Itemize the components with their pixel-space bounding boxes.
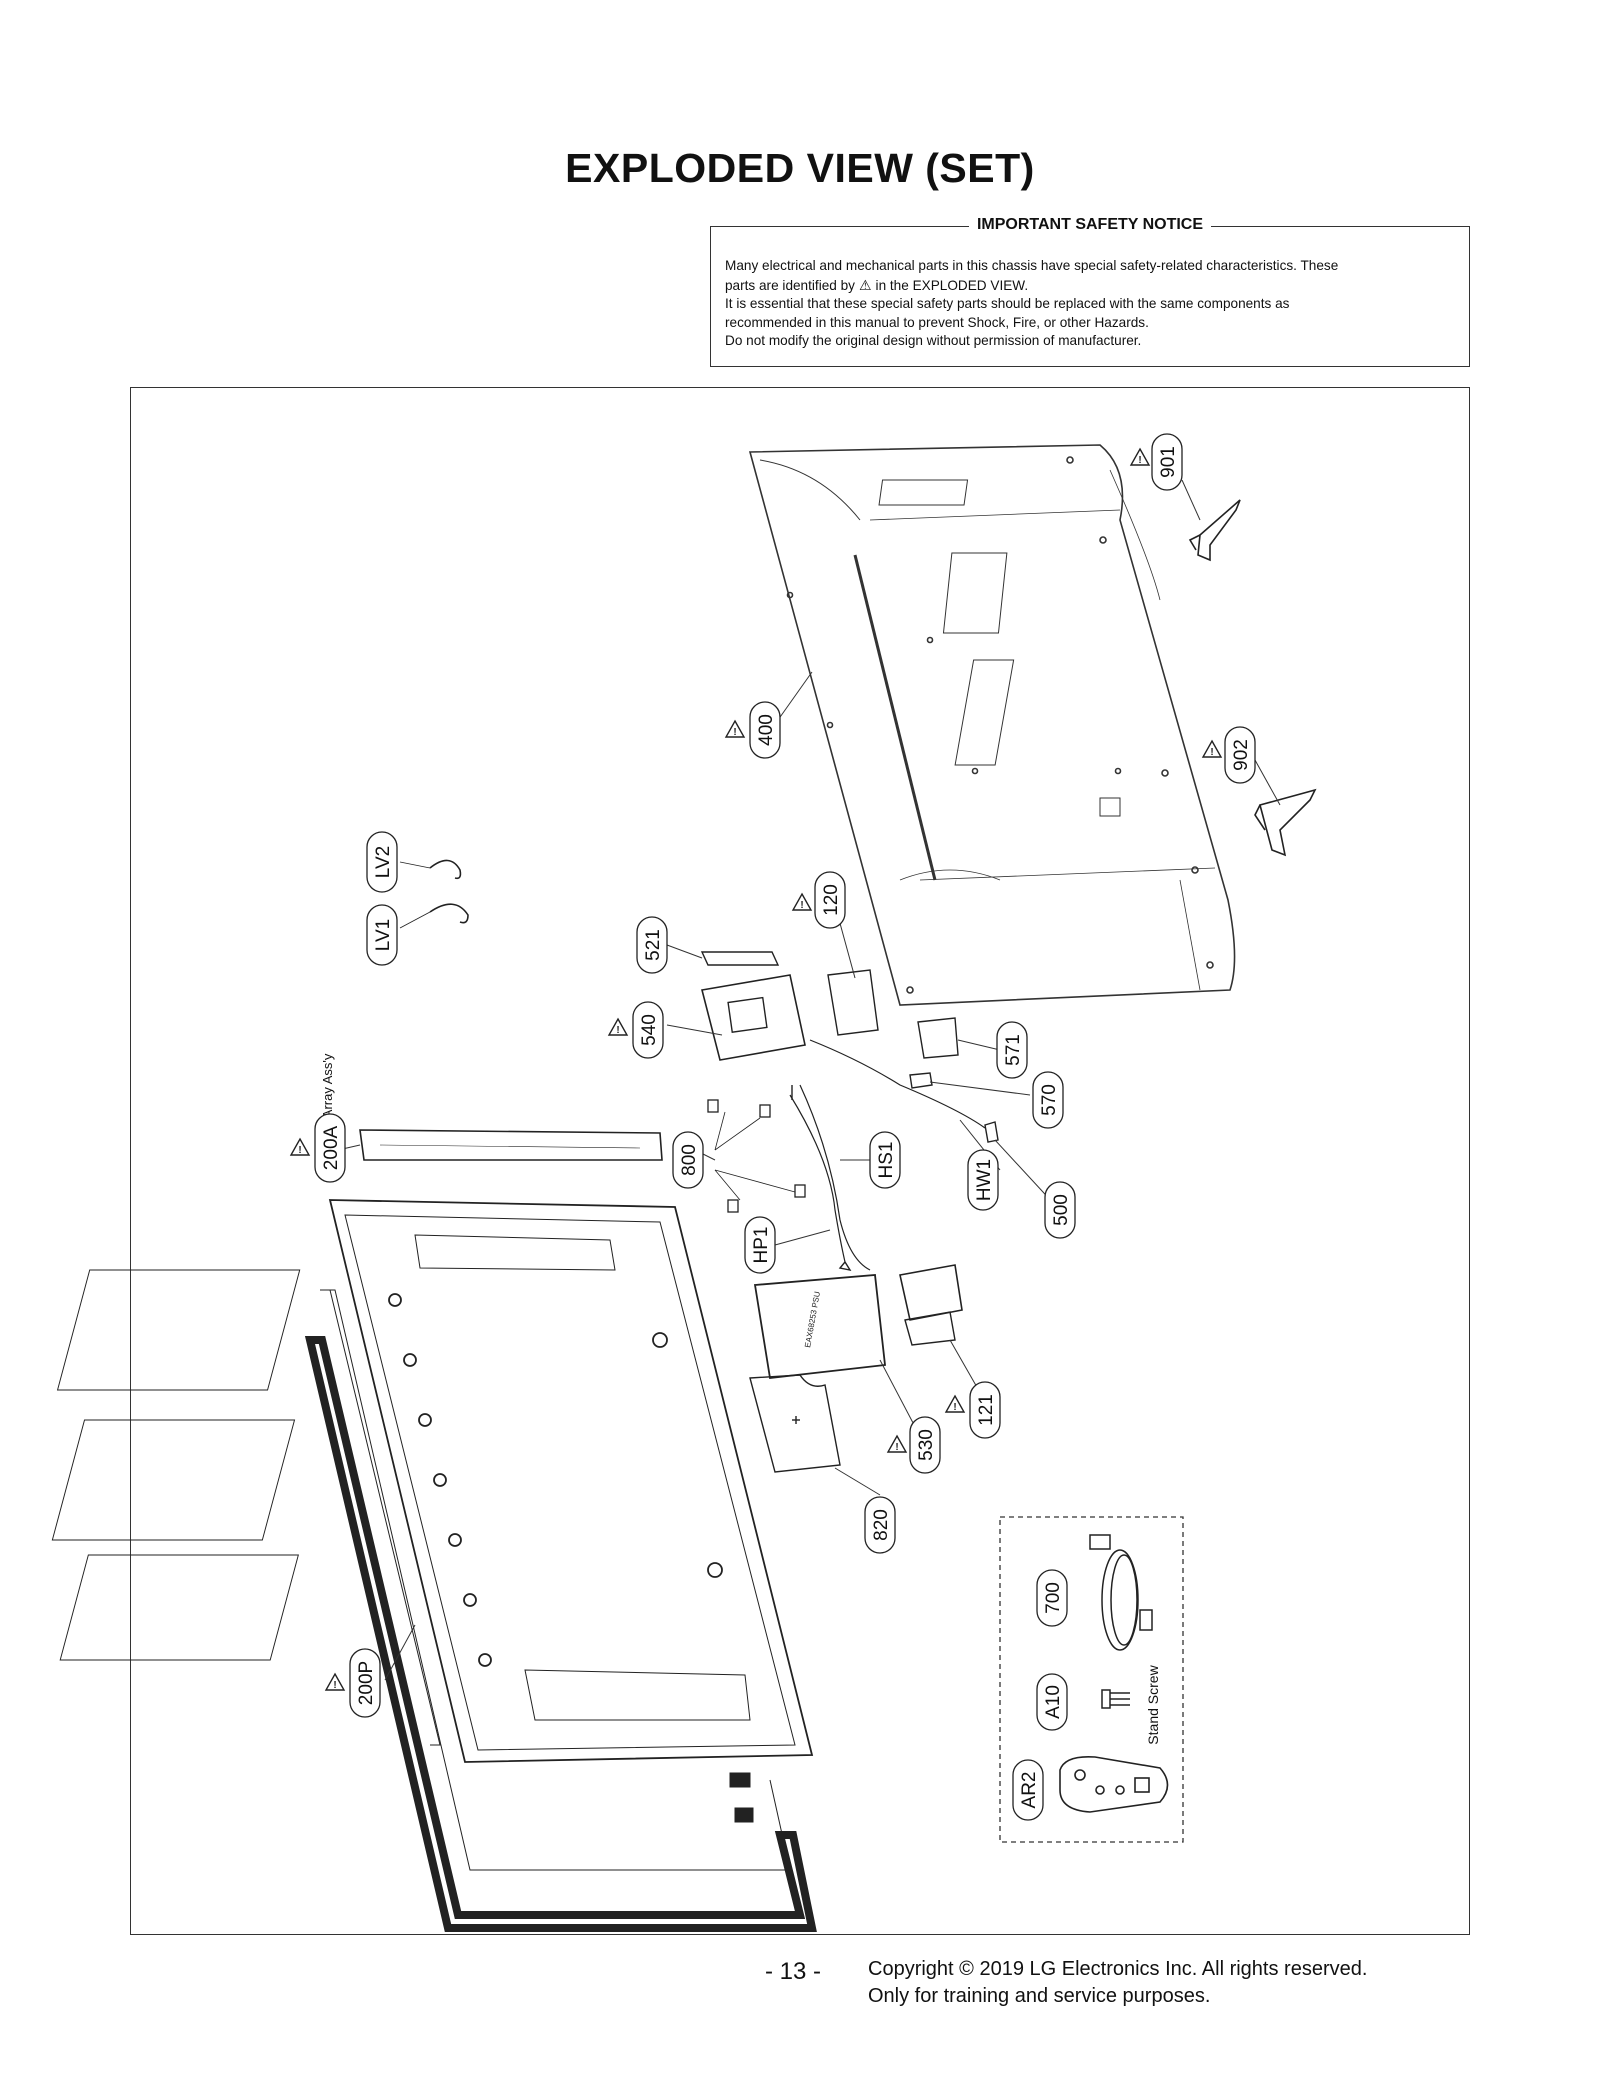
- part-label-A10: A10: [1036, 1673, 1068, 1731]
- insulator-sheet: [749, 1374, 841, 1473]
- part-labels: 901 902 400 120 521 540 571 570 LV2 LV1 …: [314, 433, 1256, 1821]
- panel-frame: [51, 1199, 814, 1763]
- stand-screw-caption: Stand Screw: [1145, 1664, 1161, 1744]
- part-label-570: 570: [1032, 1071, 1064, 1129]
- warning-triangle-icon: [945, 1395, 965, 1414]
- svg-text:901: 901: [1158, 446, 1179, 478]
- power-board-mark: EAX68253 PSU: [803, 1291, 822, 1349]
- page-number: - 13 -: [765, 1958, 822, 1985]
- safety-notice-title: IMPORTANT SAFETY NOTICE: [968, 216, 1212, 233]
- warning-triangle-icon: [725, 720, 745, 739]
- part-label-530: 530: [909, 1416, 941, 1474]
- part-label-400: 400: [749, 701, 781, 759]
- svg-text:902: 902: [1231, 739, 1252, 771]
- svg-text:570: 570: [1039, 1084, 1060, 1116]
- svg-text:HS1: HS1: [876, 1142, 897, 1179]
- svg-text:400: 400: [756, 714, 777, 746]
- safety-notice-box: IMPORTANT SAFETY NOTICE Many electrical …: [710, 216, 1470, 367]
- page-title: EXPLODED VIEW (SET): [565, 145, 1035, 191]
- power-cord: [1089, 1534, 1153, 1651]
- part-label-120: 120: [814, 871, 846, 929]
- copyright-line-2: Only for training and service purposes.: [868, 1985, 1211, 2007]
- part-label-LV1: LV1: [366, 904, 398, 966]
- part-label-901: 901: [1151, 433, 1183, 491]
- accessories-box: [999, 1516, 1184, 1843]
- leader-lines: [337, 479, 1281, 1681]
- part-label-902: 902: [1224, 726, 1256, 784]
- main-board-assembly: [700, 951, 999, 1346]
- warning-triangle-icon: [608, 1018, 628, 1037]
- svg-text:HP1: HP1: [751, 1227, 772, 1264]
- part-label-AR2: AR2: [1012, 1759, 1044, 1821]
- back-cover: [748, 444, 1236, 1006]
- part-label-121: 121: [969, 1381, 1001, 1439]
- svg-text:700: 700: [1043, 1582, 1064, 1614]
- notice-line-1: Many electrical and mechanical parts in …: [725, 258, 1339, 273]
- stand-right: [1188, 499, 1241, 562]
- copyright-notice: Copyright © 2019 LG Electronics Inc. All…: [868, 1956, 1367, 2010]
- part-label-HW1: HW1: [967, 1149, 999, 1211]
- warning-triangle-icons: [290, 448, 1222, 1692]
- part-label-540: 540: [632, 1001, 664, 1059]
- svg-text:571: 571: [1003, 1034, 1024, 1066]
- notice-line-5: Do not modify the original design withou…: [725, 333, 1142, 348]
- warning-triangle-icon: [290, 1138, 310, 1157]
- diagram-frame: [130, 387, 1470, 1935]
- svg-text:820: 820: [871, 1509, 892, 1541]
- part-label-LV2: LV2: [366, 831, 398, 893]
- notice-line-4: recommended in this manual to prevent Sh…: [725, 314, 1149, 330]
- warning-triangle-icon: [325, 1673, 345, 1692]
- safety-notice-text: Many electrical and mechanical parts in …: [725, 257, 1455, 351]
- svg-text:Stand Screw: Stand Screw: [1145, 1664, 1161, 1744]
- part-label-571: 571: [996, 1021, 1028, 1079]
- warning-triangle-icon: ⚠: [858, 276, 872, 293]
- speaker-wires: [399, 859, 469, 929]
- part-label-521: 521: [636, 916, 668, 974]
- svg-text:500: 500: [1051, 1194, 1072, 1226]
- part-label-500: 500: [1044, 1181, 1076, 1239]
- svg-text:200P: 200P: [356, 1661, 377, 1705]
- stand-screw: [1101, 1689, 1130, 1709]
- warning-triangle-icon: [1202, 740, 1222, 759]
- part-label-200P: 200P: [349, 1648, 381, 1718]
- warning-triangle-icon: [792, 893, 812, 912]
- svg-text:120: 120: [821, 884, 842, 916]
- svg-text:530: 530: [916, 1429, 937, 1461]
- part-label-700: 700: [1036, 1569, 1068, 1627]
- led-array: [359, 1129, 663, 1161]
- svg-text:AR2: AR2: [1019, 1772, 1040, 1809]
- warning-triangle-icon: [1130, 448, 1150, 467]
- svg-text:540: 540: [639, 1014, 660, 1046]
- svg-text:HW1: HW1: [974, 1159, 995, 1201]
- part-label-HP1: HP1: [744, 1216, 776, 1274]
- notice-line-3: It is essential that these special safet…: [725, 296, 1290, 311]
- part-label-800: 800: [672, 1131, 704, 1189]
- svg-text:LV1: LV1: [373, 919, 394, 951]
- svg-text:800: 800: [679, 1144, 700, 1176]
- part-label-200A: 200A: [314, 1113, 346, 1183]
- panel-brackets: [707, 1099, 806, 1213]
- part-label-HS1: HS1: [869, 1131, 901, 1189]
- remote-control: [1059, 1755, 1169, 1813]
- copyright-line-1: Copyright © 2019 LG Electronics Inc. All…: [868, 1958, 1368, 1980]
- svg-text:A10: A10: [1043, 1685, 1064, 1719]
- power-board: EAX68253 PSU: [753, 1274, 886, 1379]
- svg-text:200A: 200A: [321, 1125, 342, 1170]
- part-label-820: 820: [864, 1496, 896, 1554]
- svg-text:121: 121: [976, 1394, 997, 1426]
- display-panel: [304, 1289, 817, 1932]
- svg-text:521: 521: [643, 929, 664, 961]
- stand-left: [1254, 788, 1317, 857]
- svg-text:LV2: LV2: [373, 846, 394, 878]
- warning-triangle-icon: [887, 1435, 907, 1454]
- notice-line-2: parts are identified by⚠in the EXPLODED …: [725, 276, 1029, 293]
